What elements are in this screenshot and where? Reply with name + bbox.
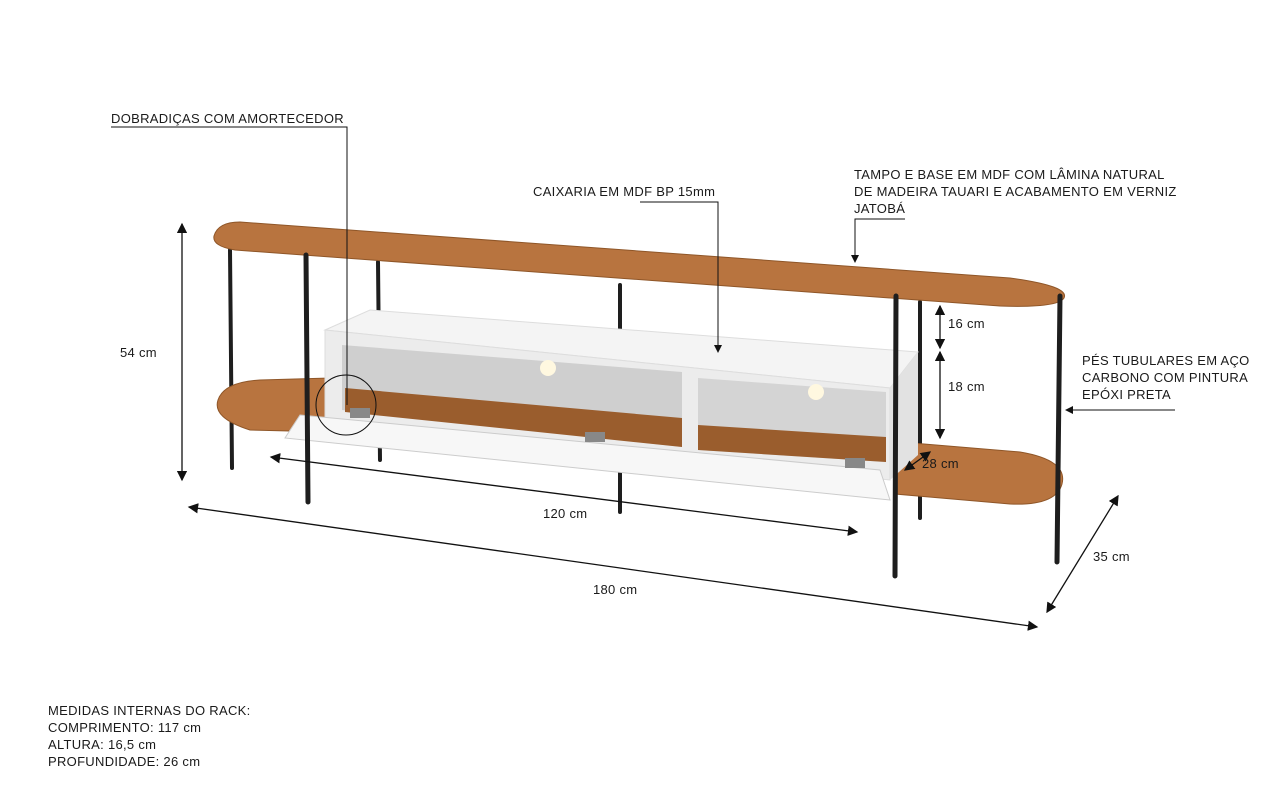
bottom-shelf-right (894, 441, 1064, 505)
label-line: EPÓXI PRETA (1082, 387, 1172, 402)
label-line: JATOBÁ (854, 201, 906, 216)
label-line: TAMPO E BASE EM MDF COM LÂMINA NATURAL (854, 167, 1165, 182)
legs-label: PÉS TUBULARES EM AÇO CARBONO COM PINTURA… (1082, 352, 1250, 403)
label-line: DE MADEIRA TAUARI E ACABAMENTO EM VERNIZ (854, 184, 1177, 199)
dim-total-depth: 35 cm (1093, 549, 1130, 564)
label-line: PÉS TUBULARES EM AÇO (1082, 353, 1250, 368)
top-shelf (213, 221, 1066, 307)
internal-title: MEDIDAS INTERNAS DO RACK: (48, 703, 251, 718)
dim-cabinet-width: 120 cm (543, 506, 588, 521)
label-line: CARBONO COM PINTURA (1082, 370, 1249, 385)
top-material-label: TAMPO E BASE EM MDF COM LÂMINA NATURAL D… (854, 166, 1177, 217)
casing-label: CAIXARIA EM MDF BP 15mm (533, 184, 716, 199)
dim-height: 54 cm (120, 345, 157, 360)
dim-niche-height: 18 cm (948, 379, 985, 394)
dim-depth-inner: 28 cm (922, 456, 959, 471)
internal-height: ALTURA: 16,5 cm (48, 737, 157, 752)
internal-measures: MEDIDAS INTERNAS DO RACK: COMPRIMENTO: 1… (48, 702, 251, 770)
internal-depth: PROFUNDIDADE: 26 cm (48, 754, 201, 769)
hinges-label: DOBRADIÇAS COM AMORTECEDOR (111, 111, 344, 126)
callout-lines (111, 126, 1175, 436)
internal-length: COMPRIMENTO: 117 cm (48, 720, 202, 735)
dim-top-gap: 16 cm (948, 316, 985, 331)
dim-total-width: 180 cm (593, 582, 638, 597)
dimension-arrows (176, 222, 1119, 631)
